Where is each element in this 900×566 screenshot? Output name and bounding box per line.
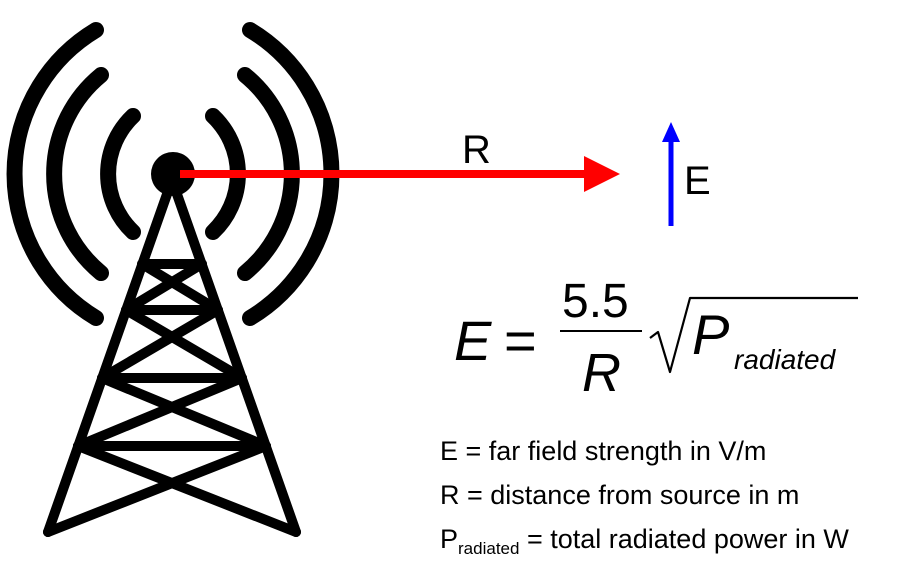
legend-symbol: P xyxy=(440,524,459,554)
wave-left-outer xyxy=(6,22,104,326)
fraction-bar xyxy=(560,330,642,332)
formula-equals: = xyxy=(504,309,537,372)
legend-text: = far field strength in V/m xyxy=(458,436,767,466)
formula-lhs: E xyxy=(454,309,492,372)
diagram-canvas xyxy=(6,22,858,537)
radio-waves-left-icon xyxy=(6,22,141,326)
legend-line: Pradiated = total radiated power in W xyxy=(440,522,849,566)
field-arrow xyxy=(662,122,680,226)
distance-label: R xyxy=(462,128,491,172)
legend-text: = distance from source in m xyxy=(459,480,800,510)
formula-radicand-subscript: radiated xyxy=(734,344,836,375)
variable-legend: E = far field strength in V/m R = distan… xyxy=(440,434,849,566)
field-label: E xyxy=(684,159,711,203)
formula-numerator: 5.5 xyxy=(562,275,629,328)
legend-symbol-sub: radiated xyxy=(458,539,520,558)
formula-radicand: P xyxy=(692,303,730,366)
sqrt-sign xyxy=(649,296,858,374)
wave-left-middle xyxy=(46,67,109,281)
legend-symbol: E xyxy=(440,436,459,466)
formula-denominator: R xyxy=(582,343,621,403)
antenna-tower-icon xyxy=(43,175,301,537)
legend-symbol: R xyxy=(440,480,460,510)
antenna-head-icon xyxy=(151,152,195,196)
distance-arrow xyxy=(180,156,620,192)
field-strength-formula: E = 5.5 R P radiated xyxy=(440,272,880,412)
legend-text: = total radiated power in W xyxy=(519,524,849,554)
legend-line: R = distance from source in m xyxy=(440,478,849,522)
legend-line: E = far field strength in V/m xyxy=(440,434,849,478)
wave-left-inner xyxy=(100,108,141,240)
